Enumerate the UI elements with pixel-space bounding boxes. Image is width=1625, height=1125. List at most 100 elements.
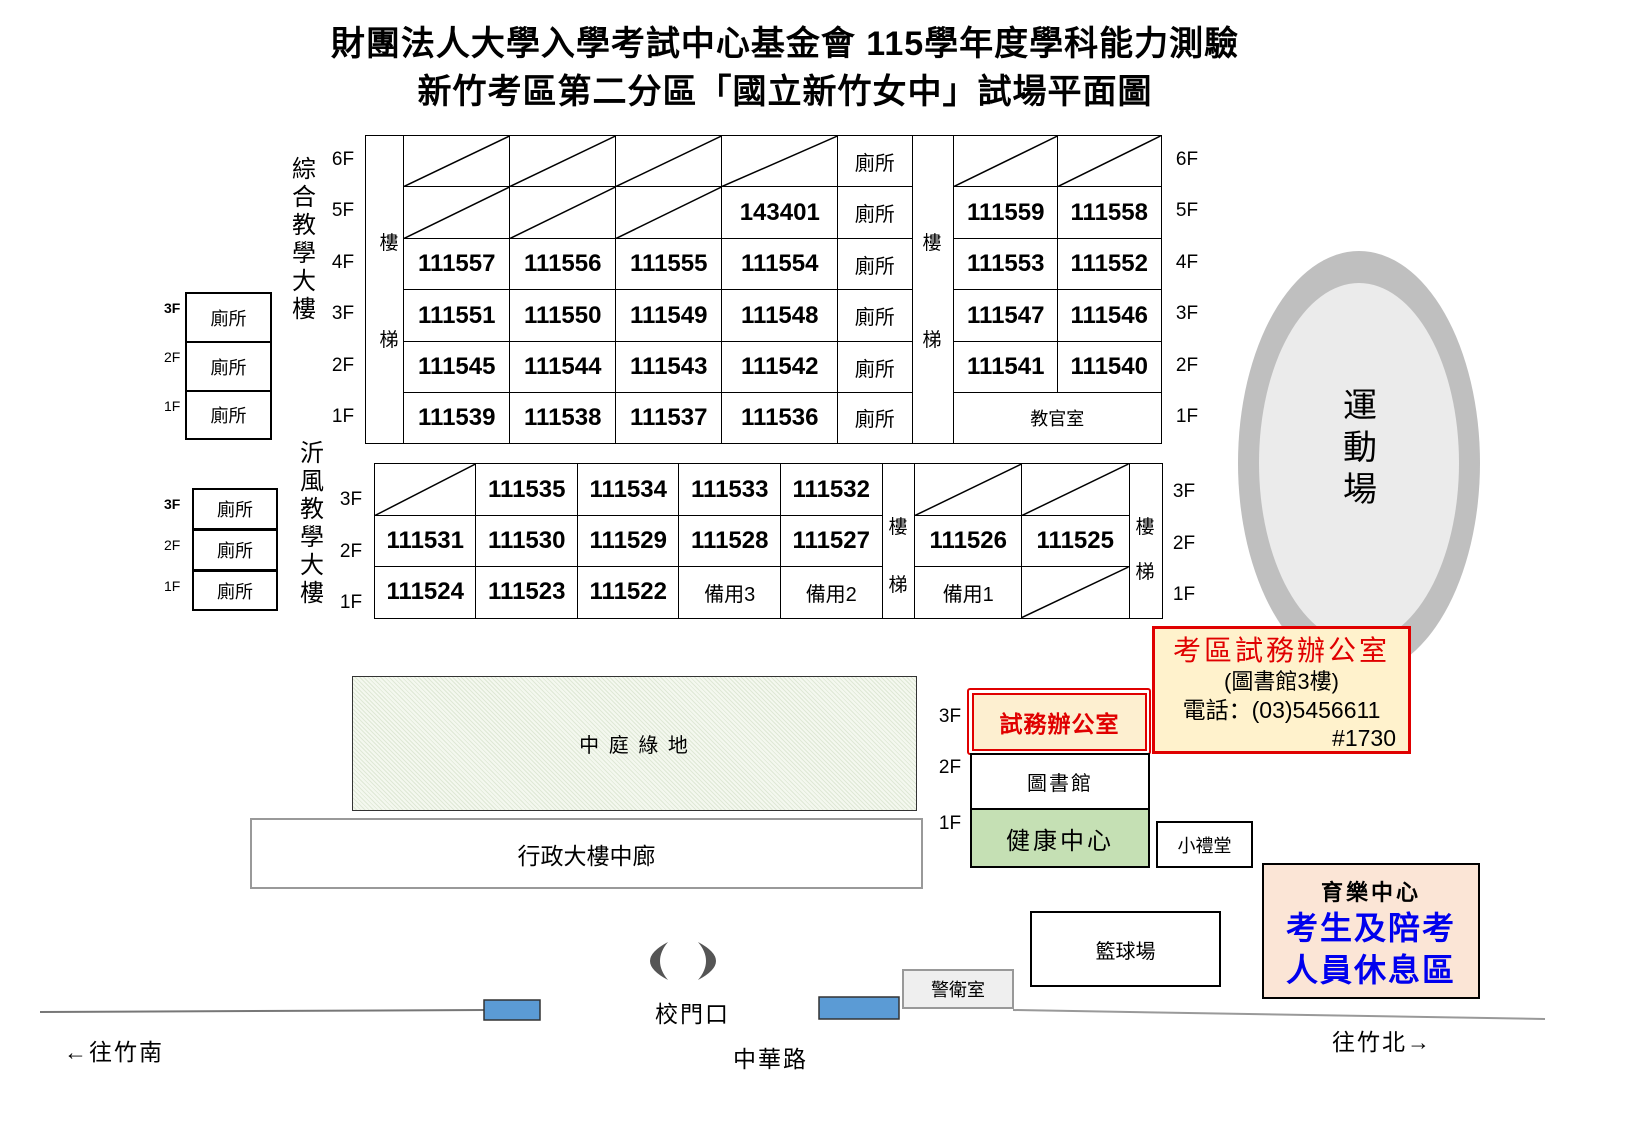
room-cell: 111541	[953, 341, 1059, 394]
floor-label-left: 2F	[339, 541, 363, 562]
room-cell: 111555	[615, 238, 723, 291]
road-line-right	[1012, 1009, 1546, 1020]
stair-label: 樓	[1135, 517, 1155, 538]
toilet-block-a: 廁所	[185, 341, 272, 392]
room-cell: 廁所	[837, 135, 913, 188]
room-cell: 備用2	[780, 566, 883, 619]
unused-cell	[721, 135, 839, 188]
unused-cell	[403, 186, 511, 240]
library-2f: 圖書館	[970, 753, 1150, 810]
room-cell: 備用1	[914, 566, 1023, 619]
room-cell: 111529	[577, 515, 680, 568]
stairwell-a2	[911, 135, 954, 444]
diagonal-mark	[1022, 567, 1129, 618]
unused-cell	[914, 463, 1023, 517]
room-cell: 111535	[475, 463, 579, 517]
unused-cell	[509, 135, 617, 188]
room-cell: 111527	[780, 515, 883, 568]
courtyard: 中 庭 綠 地	[352, 676, 917, 811]
floor-label-left: 3F	[339, 489, 363, 510]
room-cell: 111546	[1057, 289, 1162, 343]
diagonal-mark	[510, 136, 616, 187]
library-floor-2f: 2F	[938, 757, 962, 778]
stairwell-b2	[1128, 463, 1163, 619]
toilet-floor-label: 3F	[164, 300, 181, 316]
diagonal-mark	[1058, 136, 1161, 187]
toilet-block-a: 廁所	[185, 292, 272, 343]
room-cell: 廁所	[837, 341, 913, 394]
room-cell: 111534	[577, 463, 680, 517]
road-and-gate	[39, 942, 1546, 1021]
room-cell: 111559	[953, 186, 1059, 240]
direction-north: 往竹北→	[1332, 1029, 1432, 1055]
room-cell: 廁所	[837, 238, 913, 291]
floor-label-right: 4F	[1175, 252, 1199, 273]
stair-label: 梯	[379, 330, 399, 351]
diagonal-mark	[404, 187, 510, 239]
room-cell: 111539	[403, 392, 511, 444]
floor-label-left: 3F	[331, 303, 355, 324]
floor-label-left: 1F	[331, 406, 355, 427]
exam-office-phone: 電話：(03)5456611	[1182, 697, 1381, 723]
room-cell: 111536	[721, 392, 839, 444]
room-cell: 111532	[780, 463, 883, 517]
diagonal-mark	[1022, 464, 1129, 516]
sports-field-label: 運動場	[1343, 387, 1377, 509]
gate-pillar-right	[818, 996, 900, 1020]
unused-cell	[1021, 566, 1130, 619]
diagonal-mark	[915, 464, 1022, 516]
room-cell: 111558	[1057, 186, 1162, 240]
diagonal-mark	[616, 187, 722, 239]
admin-corridor: 行政大樓中廊	[250, 818, 923, 889]
room-cell: 廁所	[837, 392, 913, 444]
road-name: 中華路	[733, 1046, 808, 1072]
room-cell: 111551	[403, 289, 511, 343]
stair-label: 梯	[1135, 562, 1155, 583]
floor-label-left: 6F	[331, 149, 355, 170]
diagonal-mark	[375, 464, 476, 516]
sports-field-oval	[1238, 251, 1480, 675]
room-cell: 111524	[374, 566, 477, 619]
recreation-center-name: 育樂中心	[1320, 880, 1421, 905]
unused-cell	[1021, 463, 1130, 517]
unused-cell	[509, 186, 617, 240]
room-cell: 111538	[509, 392, 617, 444]
room-cell: 111525	[1021, 515, 1130, 568]
floor-label-left: 2F	[331, 355, 355, 376]
room-cell: 廁所	[837, 186, 913, 240]
floor-label-right: 2F	[1175, 355, 1199, 376]
room-cell: 111540	[1057, 341, 1162, 394]
direction-south: ←往竹南	[64, 1039, 164, 1065]
room-cell: 111526	[914, 515, 1023, 568]
room-cell: 111554	[721, 238, 839, 291]
exam-office-callout: 考區試務辦公室 (圖書館3樓) 電話：(03)5456611 #1730	[1152, 626, 1411, 754]
room-cell: 教官室	[953, 392, 1162, 444]
room-cell: 111553	[953, 238, 1059, 291]
room-cell: 111530	[475, 515, 579, 568]
toilet-floor-label: 1F	[164, 398, 181, 414]
toilet-floor-label: 2F	[164, 349, 181, 365]
room-cell: 143401	[721, 186, 839, 240]
title-line-1: 財團法人大學入學考試中心基金會 115學年度學科能力測驗	[330, 25, 1240, 63]
floor-label-right: 6F	[1175, 149, 1199, 170]
unused-cell	[615, 135, 723, 188]
title-line-2: 新竹考區第二分區「國立新竹女中」試場平面圖	[417, 73, 1153, 111]
library-3f-exam-office: 試務辦公室	[972, 693, 1147, 751]
gate-label: 校門口	[655, 1001, 730, 1027]
room-cell: 111522	[577, 566, 680, 619]
unused-cell	[615, 186, 723, 240]
floor-label-right: 1F	[1175, 406, 1199, 427]
guard-room-label: 警衛室	[931, 980, 985, 1000]
diagonal-mark	[404, 136, 510, 187]
floor-label-left: 5F	[331, 200, 355, 221]
room-cell: 111537	[615, 392, 723, 444]
room-cell: 111545	[403, 341, 511, 394]
road-line-left	[39, 1009, 486, 1013]
unused-cell	[1057, 135, 1162, 188]
floor-label-right: 2F	[1172, 533, 1196, 554]
room-cell: 111531	[374, 515, 477, 568]
building-a-name: 綜合教學大樓	[292, 156, 316, 323]
toilet-floor-label: 3F	[164, 496, 181, 512]
floor-label-left: 4F	[331, 252, 355, 273]
library-floor-3f: 3F	[938, 706, 962, 727]
